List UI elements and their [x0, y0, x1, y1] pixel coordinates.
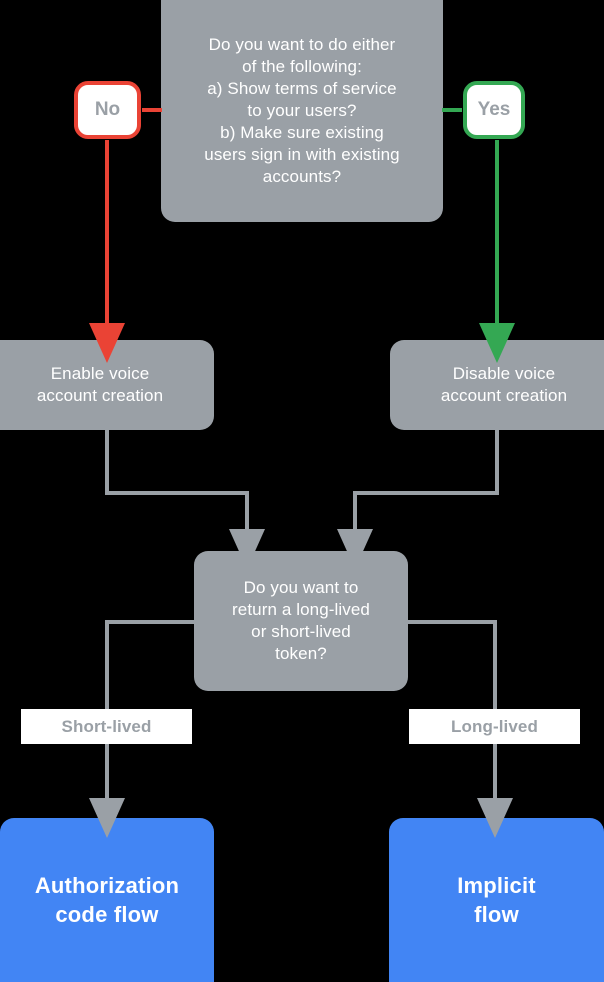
process-node-enable-voice-account-creation-text: Enable voice account creation — [36, 363, 164, 405]
decision-node-question-one[interactable]: Do you want to do either of the followin… — [161, 0, 443, 222]
process-node-disable-voice-account-creation[interactable]: Disable voice account creation — [390, 340, 604, 430]
process-node-disable-voice-account-creation-text: Disable voice account creation — [440, 363, 568, 405]
edge-label-short-lived: Short-lived — [21, 709, 192, 744]
outcome-node-authorization-code-flow[interactable]: Authorization code flow — [0, 818, 214, 982]
badge-yes[interactable]: Yes — [463, 81, 525, 139]
badge-no-label: No — [94, 99, 121, 120]
decision-node-question-two-text: Do you want to return a long-lived or sh… — [232, 577, 370, 664]
badge-yes-label: Yes — [477, 99, 511, 120]
decision-node-question-two[interactable]: Do you want to return a long-lived or sh… — [194, 551, 408, 691]
process-node-enable-voice-account-creation[interactable]: Enable voice account creation — [0, 340, 214, 430]
badge-no[interactable]: No — [74, 81, 141, 139]
edge-label-short-lived-text: Short-lived — [61, 716, 152, 736]
edge-label-long-lived-text: Long-lived — [451, 716, 538, 736]
decision-node-question-one-text: Do you want to do either of the followin… — [204, 34, 400, 187]
edge-disable-voice-to-question-two — [337, 430, 499, 569]
outcome-node-implicit-flow[interactable]: Implicit flow — [389, 818, 604, 982]
edge-enable-voice-to-question-two — [105, 430, 265, 569]
edge-label-long-lived: Long-lived — [409, 709, 580, 744]
outcome-node-authorization-code-flow-text: Authorization code flow — [34, 872, 180, 927]
outcome-node-implicit-flow-text: Implicit flow — [457, 872, 536, 927]
